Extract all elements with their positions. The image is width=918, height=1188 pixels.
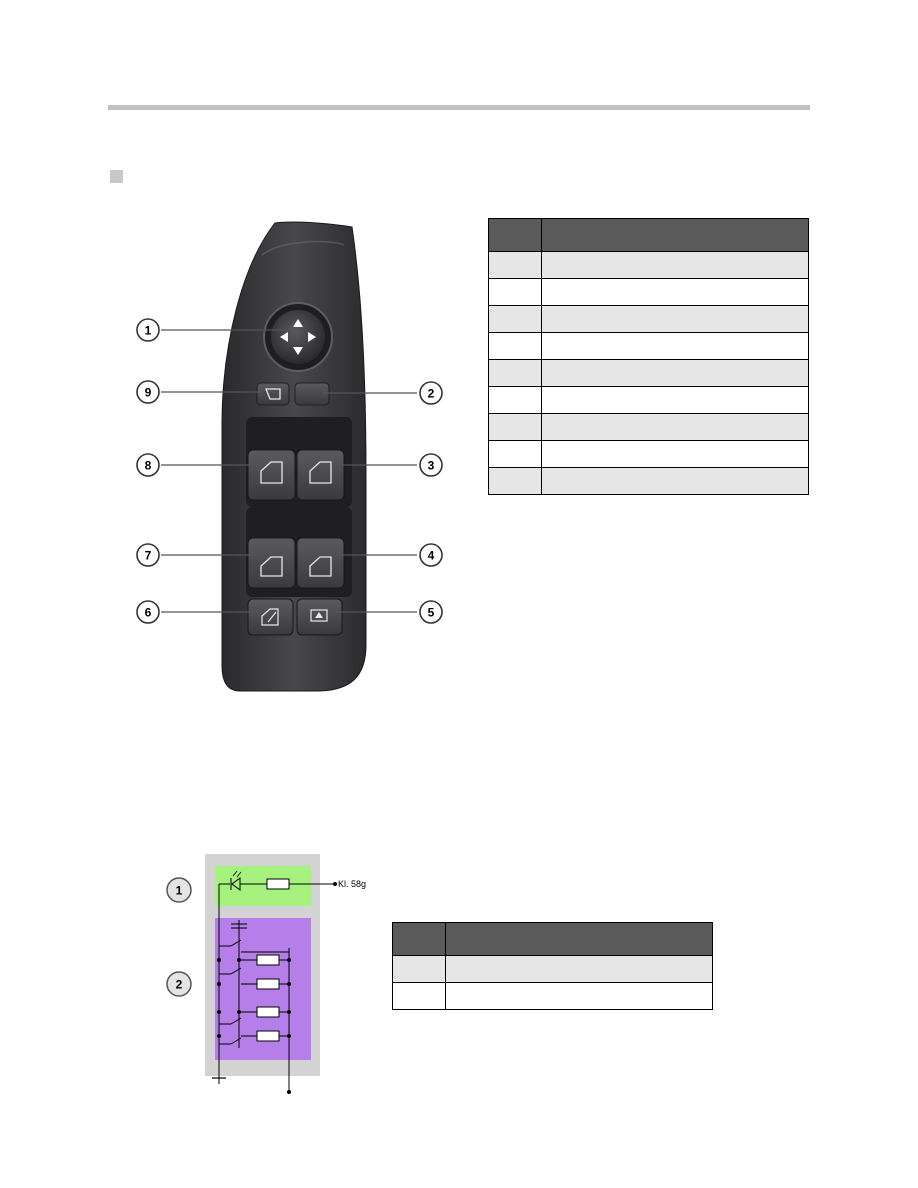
svg-text:5: 5 (428, 606, 435, 620)
lighting-block (215, 866, 311, 906)
circuit-schematic: Kl. 58g 1 2 (166, 854, 366, 1094)
window-icon (309, 556, 332, 577)
table-row (488, 251, 809, 279)
callout-3: 3 (419, 453, 443, 477)
svg-text:9: 9 (145, 386, 152, 400)
window-switch-front-left (247, 449, 296, 501)
header-rule (108, 105, 810, 110)
window-switch-rear-right (296, 537, 345, 589)
callout-1: 1 (136, 318, 160, 342)
table-row (488, 332, 809, 360)
window-lock-icon (247, 598, 294, 636)
table-row (488, 440, 809, 468)
svg-text:7: 7 (145, 549, 152, 563)
schematic-callout-2: 2 (166, 971, 192, 997)
header-cell-description (541, 218, 809, 252)
child-lock-icon (256, 382, 290, 406)
table-header-row (488, 218, 809, 252)
svg-text:2: 2 (428, 387, 435, 401)
window-lock-button (294, 382, 330, 406)
svg-text:1: 1 (145, 324, 152, 338)
table-row (488, 413, 809, 441)
table-row (488, 278, 809, 306)
table-row (488, 305, 809, 333)
callout-6: 6 (136, 600, 160, 624)
callout-2: 2 (419, 381, 443, 405)
svg-text:1: 1 (176, 884, 183, 898)
header-cell-description (445, 922, 713, 956)
legend-table-1 (488, 218, 809, 495)
window-switch-front-right (296, 449, 345, 501)
legend-table-2 (392, 922, 713, 1010)
table-row (488, 467, 809, 495)
callout-4: 4 (419, 543, 443, 567)
header-cell-index (392, 922, 446, 956)
window-icon (260, 556, 283, 577)
header-cell-index (488, 218, 542, 252)
terminal-label: Kl. 58g (338, 879, 366, 889)
section-marker (110, 170, 123, 183)
callout-9: 9 (136, 380, 160, 404)
window-icon (260, 461, 283, 484)
svg-text:2: 2 (176, 978, 183, 992)
schematic-callout-1: 1 (166, 877, 192, 903)
window-switch-rear-left (247, 537, 296, 589)
callout-8: 8 (136, 453, 160, 477)
svg-text:6: 6 (145, 606, 152, 620)
switch-block-illustration: 1 9 2 8 3 7 4 6 5 (136, 221, 443, 692)
table-row (488, 359, 809, 387)
table-row (392, 955, 713, 983)
table-row (392, 982, 713, 1010)
svg-text:3: 3 (428, 459, 435, 473)
window-icon (309, 461, 332, 484)
table-header-row (392, 922, 713, 956)
svg-text:8: 8 (145, 459, 152, 473)
callout-7: 7 (136, 543, 160, 567)
callout-5: 5 (419, 600, 443, 624)
table-row (488, 386, 809, 414)
svg-text:4: 4 (428, 549, 435, 563)
